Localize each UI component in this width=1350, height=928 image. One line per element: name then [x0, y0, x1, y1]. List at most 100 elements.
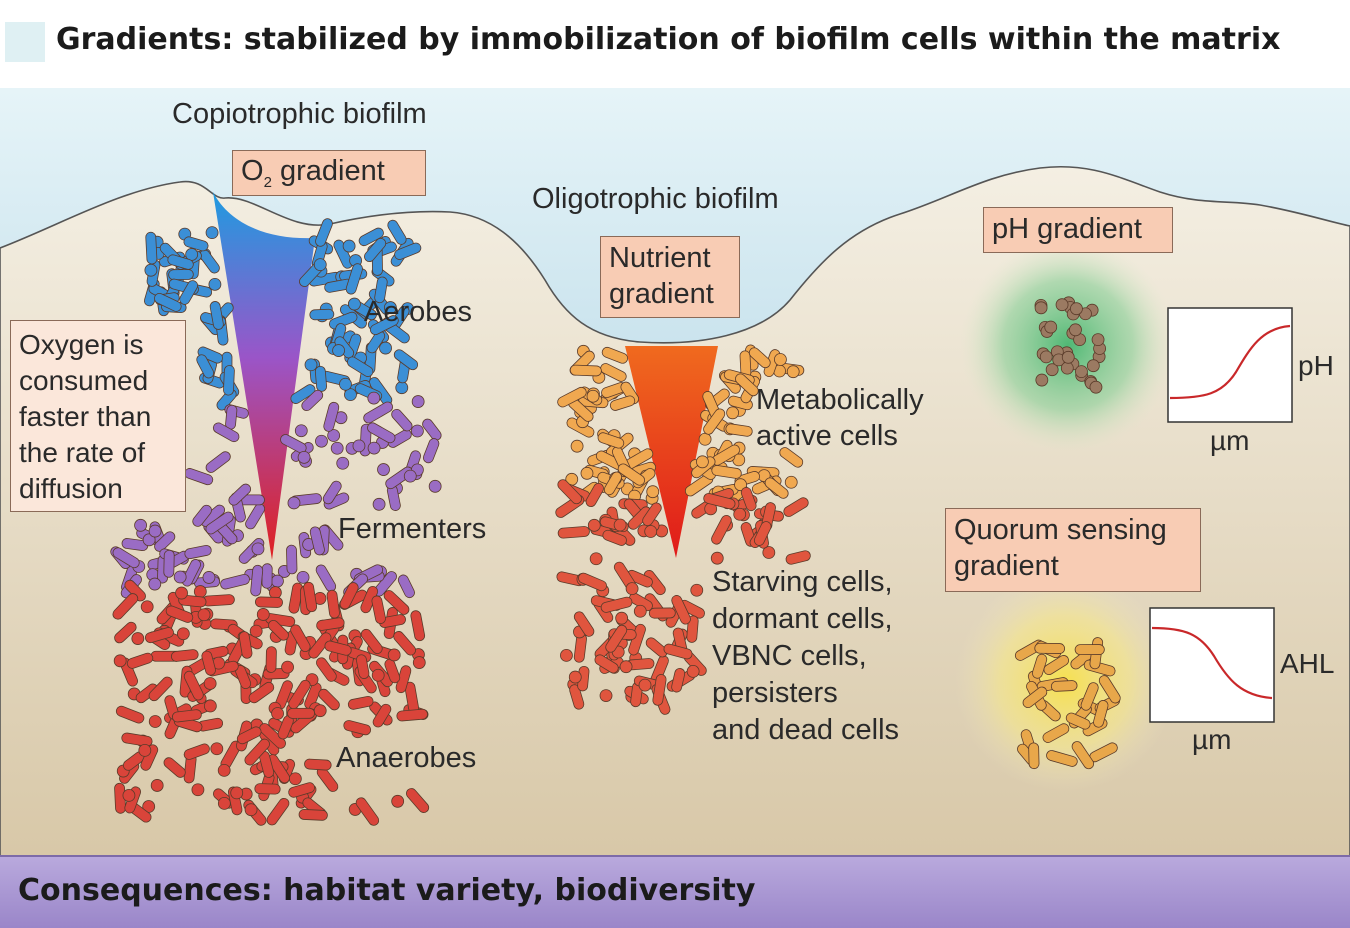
active-cell: [597, 432, 625, 449]
fermenter-cell: [387, 429, 412, 448]
aerobe-cell: [196, 354, 215, 379]
starving-cell: [703, 493, 736, 510]
active-cell: [557, 386, 587, 408]
starving-cell: [585, 482, 604, 508]
fermenter-coccus: [330, 441, 344, 455]
aerobe-coccus: [383, 301, 397, 314]
starving-line-3: VBNC cells,: [712, 640, 867, 672]
starving-coccus: [589, 552, 603, 566]
anaerobe-cell: [384, 658, 401, 684]
starving-coccus: [615, 611, 629, 625]
nutrient-label-line-1: Nutrient: [609, 242, 711, 274]
ph-cluster-coccus: [1060, 361, 1074, 375]
ph-plot: [1167, 307, 1293, 423]
anaerobe-coccus: [113, 654, 127, 668]
aerobe-cell: [393, 349, 419, 371]
fermenter-cell: [212, 422, 240, 443]
active-cell: [569, 364, 602, 377]
starving-cell: [648, 607, 676, 619]
fermenter-cell: [363, 401, 393, 424]
fermenter-cell: [309, 526, 325, 556]
anaerobe-cell: [163, 757, 186, 778]
fermenter-coccus: [336, 456, 350, 470]
fermenter-coccus: [148, 577, 162, 591]
starving-cell: [600, 596, 633, 613]
anaerobe-cell: [171, 709, 202, 723]
anaerobe-coccus: [176, 627, 190, 641]
fermenter-cell: [228, 483, 252, 506]
active-cell: [609, 395, 636, 411]
fermenter-coccus: [148, 524, 162, 538]
aerobe-cell: [167, 254, 194, 270]
anaerobe-cell: [126, 652, 154, 669]
starving-coccus: [568, 670, 582, 684]
aerobe-cell: [387, 219, 407, 245]
active-coccus: [734, 478, 747, 492]
fermenter-coccus: [294, 424, 308, 438]
cell-layer: [110, 218, 1121, 826]
starving-coccus: [560, 649, 573, 662]
anaerobe-cell: [339, 582, 359, 610]
oxygen-note-line-3: faster than: [19, 401, 152, 432]
aerobe-cell: [209, 301, 224, 330]
anaerobe-coccus: [371, 668, 385, 682]
anaerobe-cell: [201, 650, 216, 676]
starving-cell: [573, 611, 595, 637]
starving-coccus: [625, 582, 639, 596]
aerobe-coccus: [395, 381, 409, 395]
aerobe-coccus: [208, 277, 222, 291]
anaerobe-cell: [371, 595, 386, 624]
starving-coccus: [686, 665, 700, 678]
oxygen-note-line-2: consumed: [19, 365, 149, 396]
header-swatch: [5, 22, 45, 62]
active-cells-label: Metabolically active cells: [756, 382, 924, 454]
fermenter-cell: [154, 531, 176, 552]
aerobe-coccus: [339, 377, 352, 391]
anaerobe-cell: [318, 688, 340, 711]
active-cell: [711, 465, 742, 479]
aerobe-cell: [290, 384, 316, 404]
anaerobe-cell: [393, 631, 417, 656]
anaerobe-coccus: [131, 632, 145, 645]
ph-cluster-coccus: [1055, 298, 1069, 312]
aerobe-coccus: [144, 263, 158, 277]
anaerobe-coccus: [122, 788, 136, 802]
fermenter-coccus: [202, 571, 216, 584]
anaerobe-cell: [148, 676, 173, 702]
anaerobe-cell: [112, 593, 139, 620]
anaerobe-coccus: [203, 677, 217, 690]
anaerobe-cell: [238, 631, 253, 659]
qs-cluster-cell: [1043, 655, 1070, 676]
anaerobe-coccus: [249, 624, 263, 638]
nutrient-gradient-funnel: [625, 346, 718, 558]
starving-cell: [605, 624, 628, 653]
fermenter-cell: [121, 538, 149, 552]
aerobe-coccus: [344, 388, 357, 402]
anaerobe-cell: [355, 797, 380, 826]
oligotrophic-title: Oligotrophic biofilm: [532, 183, 779, 215]
fermenters-label: Fermenters: [338, 513, 487, 545]
oxygen-note: Oxygen is consumed faster than the rate …: [10, 320, 186, 512]
starving-cell: [652, 674, 667, 706]
anaerobe-cell: [383, 590, 410, 615]
fermenter-coccus: [403, 469, 417, 483]
anaerobe-cell: [288, 679, 311, 710]
fermenter-cell: [397, 574, 415, 599]
active-cell: [779, 447, 804, 468]
anaerobe-cell: [304, 758, 332, 771]
ahl-plot-frame: [1149, 607, 1275, 723]
fermenter-coccus: [411, 395, 425, 408]
ph-x-label: µm: [1210, 425, 1250, 456]
ph-curve: [1169, 324, 1291, 400]
active-coccus: [698, 432, 712, 446]
aerobe-cell: [223, 365, 235, 396]
active-cell: [617, 463, 646, 486]
active-line-1: Metabolically: [756, 384, 924, 416]
footer-title: Consequences: habitat variety, biodivers…: [18, 873, 756, 908]
starving-cell: [578, 572, 607, 592]
fermenter-coccus: [315, 434, 328, 448]
starving-cell: [671, 595, 691, 625]
fermenter-cell: [422, 438, 440, 464]
ph-cluster-coccus: [1089, 380, 1103, 394]
